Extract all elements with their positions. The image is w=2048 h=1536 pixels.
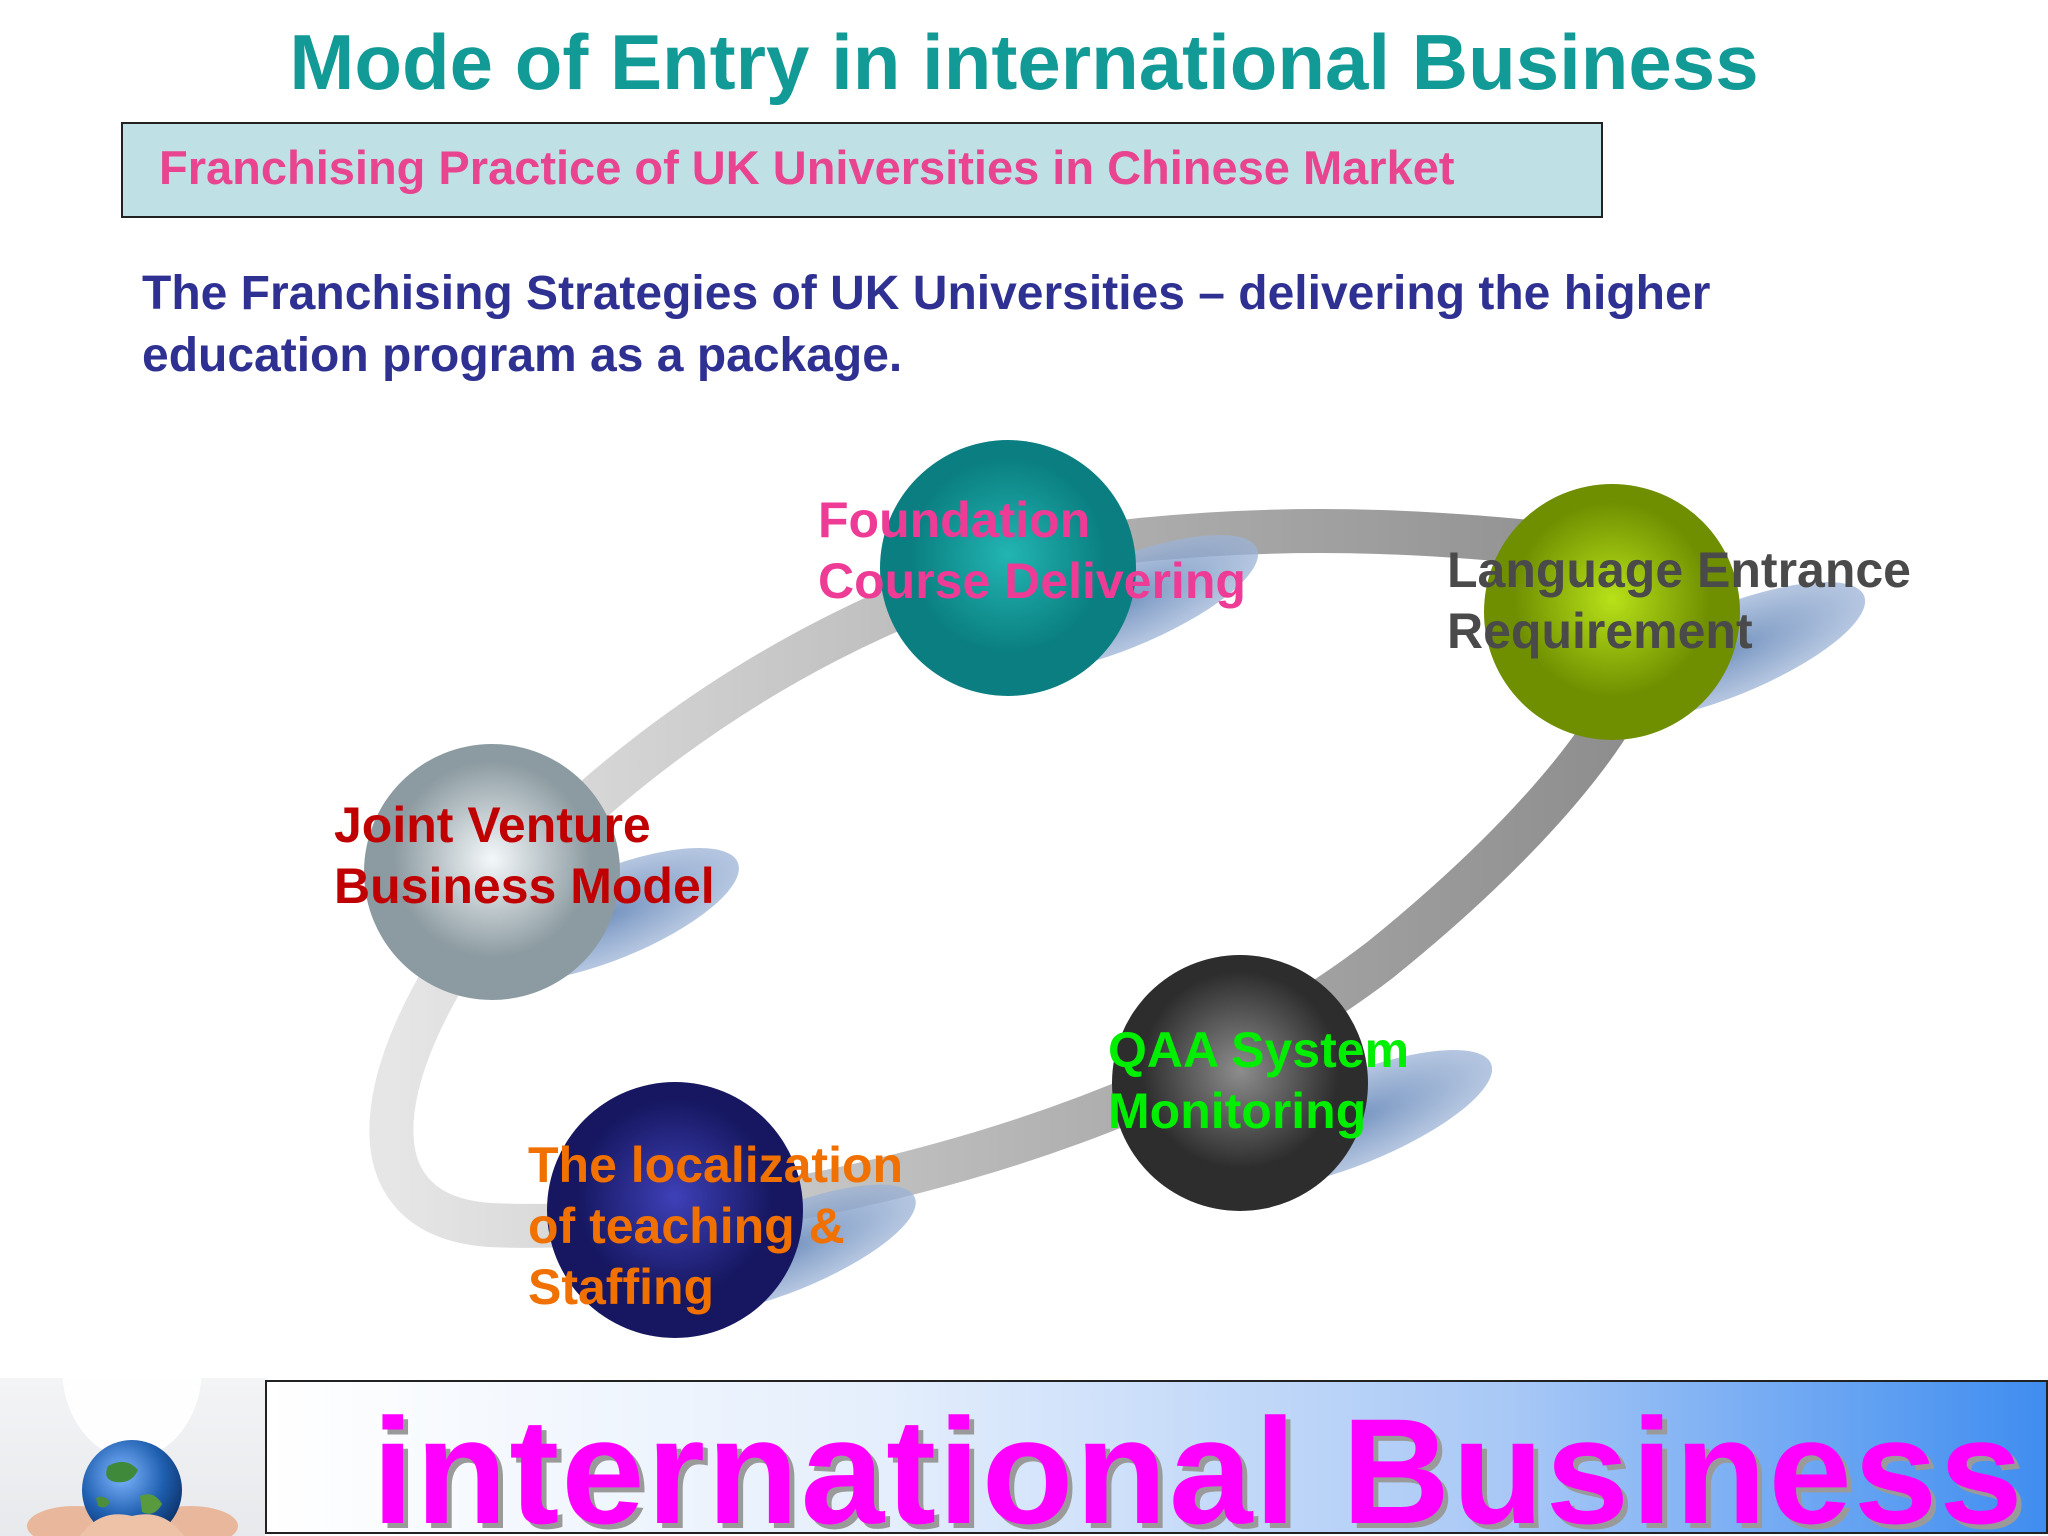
node-label-joint-venture: Joint Venture Business Model [334, 797, 715, 914]
node-label-language: Language Entrance Requirement [1447, 542, 1911, 659]
node-label-foundation: Foundation Course Delivering [818, 492, 1246, 609]
banner-strip: international Business [265, 1380, 2048, 1534]
node-sphere-foundation [880, 440, 1136, 696]
cycle-ring [369, 509, 1671, 1248]
subtitle-text: Franchising Practice of UK Universities … [159, 141, 1455, 194]
node-sphere-localization [547, 1082, 803, 1338]
banner-title: international Business [372, 1387, 2025, 1534]
page-title: Mode of Entry in international Business [289, 18, 1759, 106]
node-label-qaa: QAA System Monitoring [1108, 1022, 1410, 1139]
node-sphere-language [1484, 484, 1740, 740]
node-label-localization: The localization of teaching & Staffing [528, 1137, 904, 1315]
lead-text: The Franchising Strategies of UK Univers… [142, 267, 1711, 382]
earth-in-hands-icon [0, 1378, 265, 1536]
footer-banner: international Business [0, 1378, 2048, 1536]
node-sphere-joint-venture [364, 744, 620, 1000]
node-sphere-qaa [1112, 955, 1368, 1211]
subtitle-box: Franchising Practice of UK Universities … [121, 122, 1603, 218]
